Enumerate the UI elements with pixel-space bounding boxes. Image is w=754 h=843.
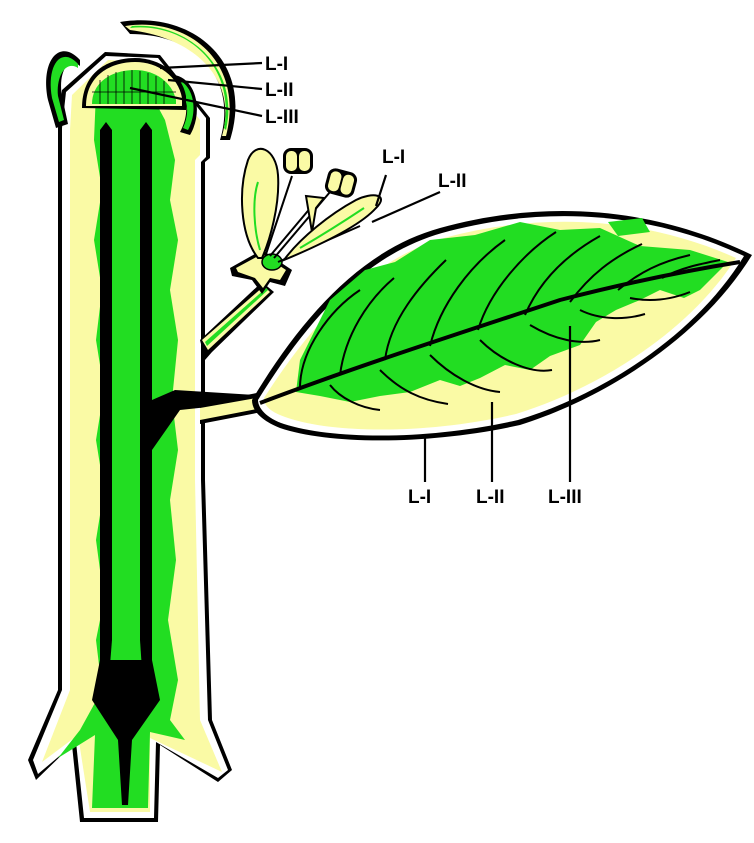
label-leaf-L-I: L-I bbox=[408, 487, 431, 508]
label-flower-L-II: L-II bbox=[438, 171, 467, 192]
stem-vascular-right bbox=[140, 122, 152, 700]
label-leaf-L-III: L-III bbox=[548, 487, 582, 508]
stem-vascular-left bbox=[100, 122, 112, 700]
leader-flower-L-II bbox=[372, 192, 440, 222]
label-leaf-L-II: L-II bbox=[476, 487, 505, 508]
label-apex-L-I: L-I bbox=[265, 54, 288, 75]
leaf bbox=[200, 211, 752, 440]
label-apex-L-II: L-II bbox=[265, 80, 294, 101]
left-petal bbox=[242, 149, 278, 258]
branch-arm-core bbox=[205, 288, 268, 346]
anther-1 bbox=[283, 148, 313, 174]
label-flower-L-I: L-I bbox=[382, 147, 405, 168]
stem bbox=[28, 52, 255, 822]
label-apex-L-III: L-III bbox=[265, 107, 299, 128]
